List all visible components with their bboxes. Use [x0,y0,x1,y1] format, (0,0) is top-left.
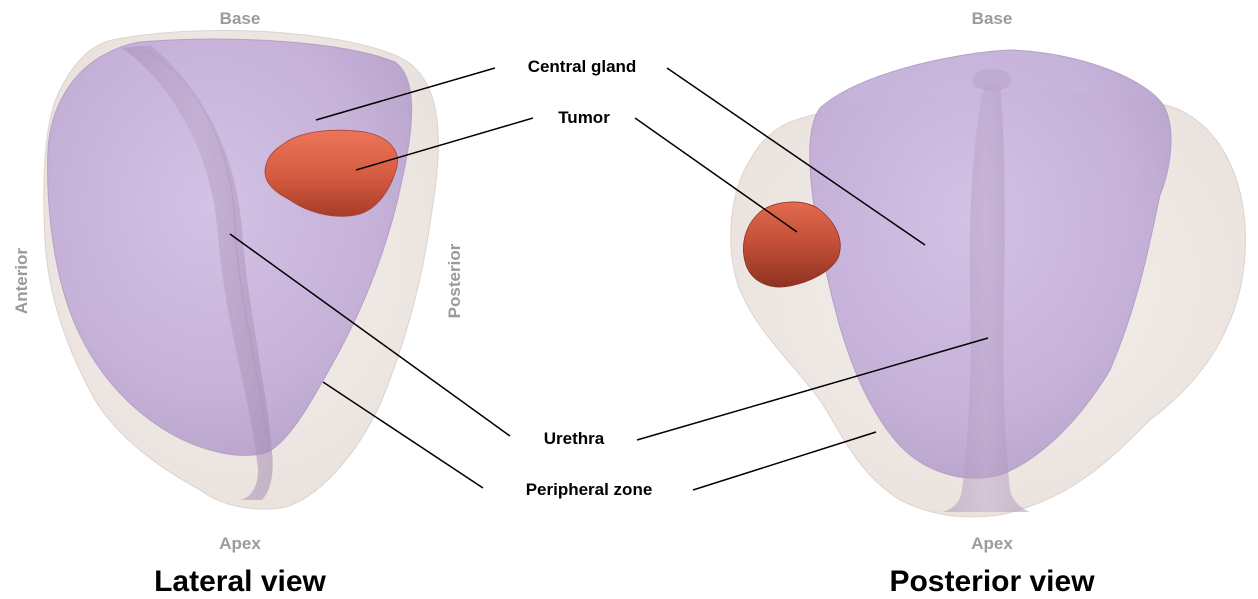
posterior-apex-label: Apex [971,534,1013,553]
posterior-view [731,50,1246,517]
peripheral-zone-label: Peripheral zone [526,480,653,499]
posterior-urethra-opening [972,69,1012,91]
lateral-view-title: Lateral view [154,565,326,598]
lateral-anterior-label: Anterior [12,248,31,315]
lateral-base-label: Base [220,9,261,28]
lateral-apex-label: Apex [219,534,261,553]
lateral-posterior-label: Posterior [445,243,464,318]
central-gland-label: Central gland [528,57,637,76]
urethra-label: Urethra [544,429,605,448]
tumor-label: Tumor [558,108,610,127]
posterior-base-label: Base [972,9,1013,28]
posterior-view-title: Posterior view [889,565,1095,598]
leader-peripheral-zone-posterior [693,432,876,490]
